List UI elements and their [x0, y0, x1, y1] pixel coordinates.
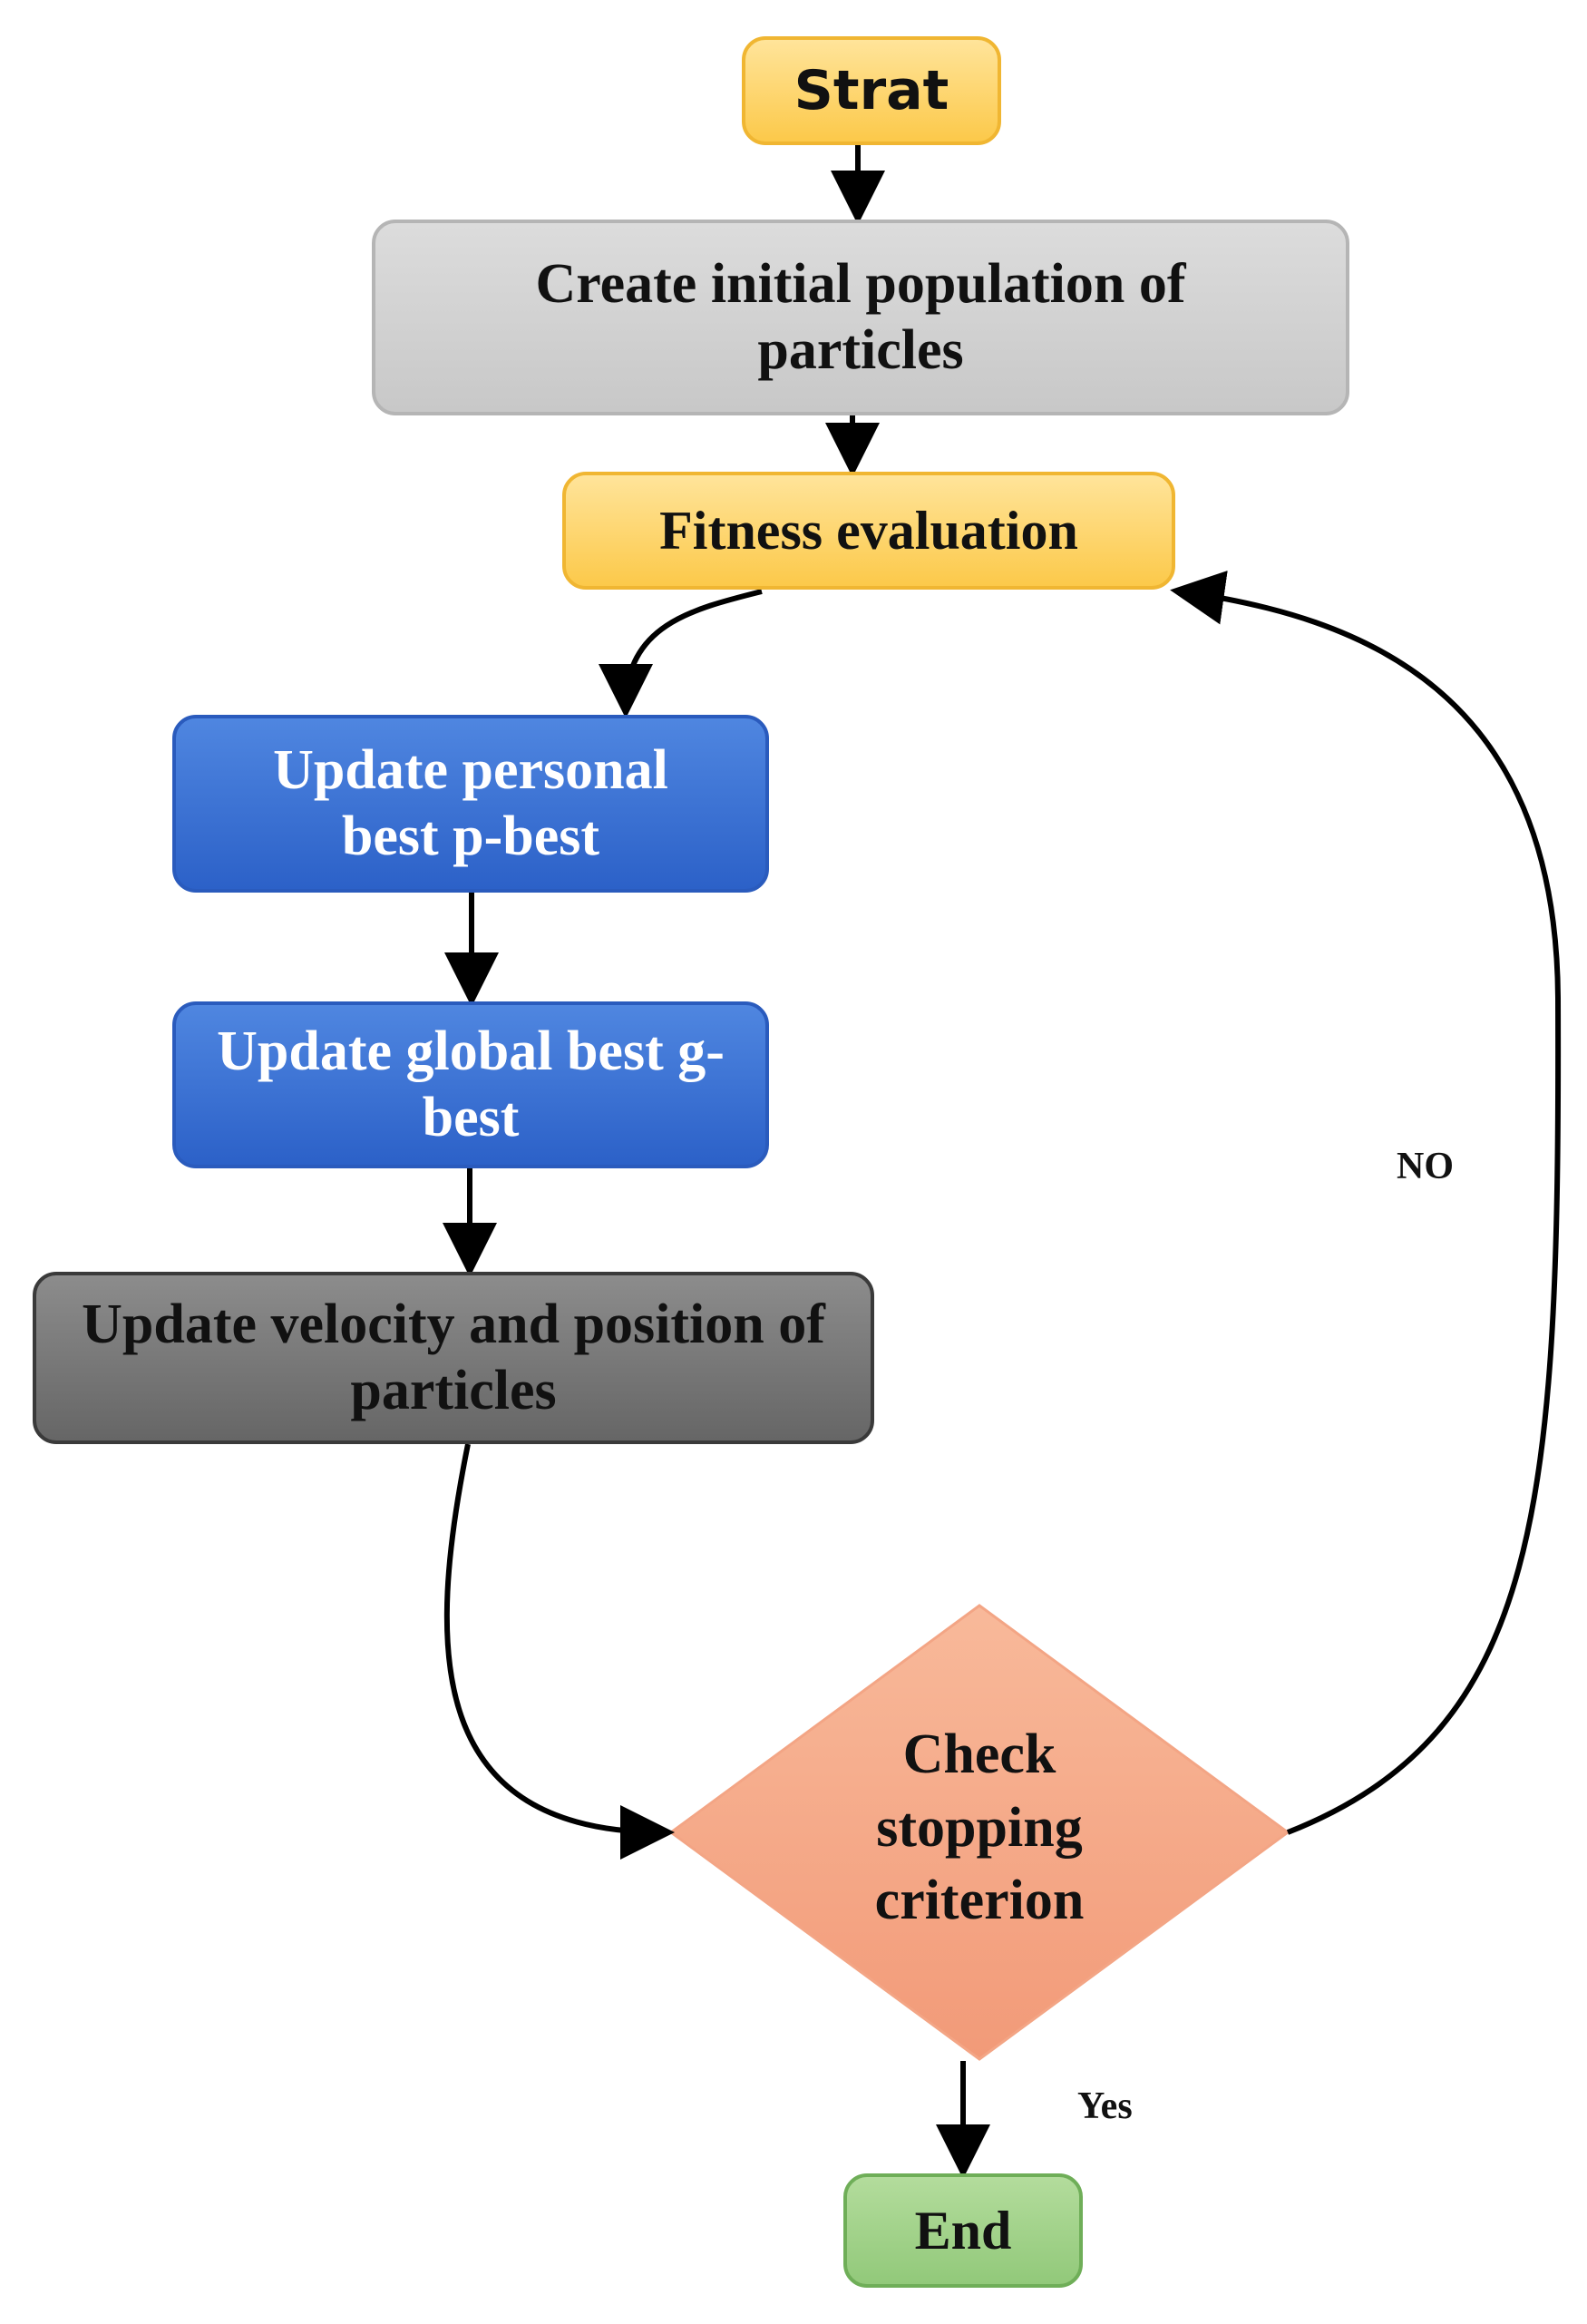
update-velocity-position-node: Update velocity and position of particle…	[33, 1272, 874, 1444]
update-personal-best-node: Update personal best p-best	[172, 715, 769, 893]
end-node: End	[843, 2173, 1083, 2288]
start-node: Strat	[742, 36, 1001, 145]
update-global-best-node: Update global best g-best	[172, 1001, 769, 1168]
arrow-fitness-to-pbest	[599, 589, 763, 718]
arrow-decision-no-to-fitness	[1170, 571, 1562, 1835]
decision-diamond	[668, 1604, 1290, 2061]
yes-edge-label: Yes	[1077, 2085, 1133, 2127]
fitness-evaluation-node: Fitness evaluation	[562, 472, 1175, 590]
create-population-node: Create initial population of particles	[372, 220, 1349, 415]
no-edge-label: NO	[1397, 1146, 1454, 1187]
decision-label: Check stopping criterion	[874, 1723, 1085, 1932]
arrow-velocity-to-decision	[443, 1443, 675, 1860]
